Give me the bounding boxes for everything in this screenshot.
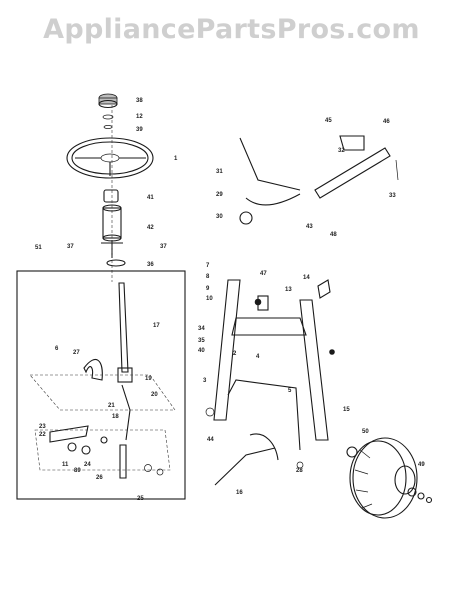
steering-gear-sector	[83, 358, 103, 381]
washer-part	[67, 442, 77, 452]
callout-label: 37	[160, 244, 167, 250]
callout-label: 9	[206, 286, 210, 292]
callout-label: 26	[96, 475, 103, 481]
callout-label: 7	[206, 263, 210, 269]
callout-label: 12	[136, 114, 143, 120]
callout-label: 29	[216, 192, 223, 198]
callout-label: 5	[288, 388, 292, 394]
washer-part	[81, 445, 91, 455]
adapter-part	[103, 189, 119, 203]
bolt-part	[395, 159, 399, 181]
callout-label: 14	[303, 275, 310, 281]
callout-label: 1	[174, 156, 178, 162]
callout-label: 16	[236, 490, 243, 496]
callout-label: 43	[306, 224, 313, 230]
callout-label: 20	[151, 392, 158, 398]
callout-label: 39	[136, 127, 143, 133]
tie-rod	[227, 379, 301, 451]
drag-link-rod	[239, 137, 301, 191]
callout-label: 2	[233, 351, 237, 357]
callout-label: 8	[206, 274, 210, 280]
nut-part	[296, 461, 304, 469]
shaft-lower-end	[121, 384, 131, 441]
steering-wheel-cap	[98, 93, 118, 109]
callout-label: 44	[207, 437, 214, 443]
callout-label: 49	[418, 462, 425, 468]
callout-labels: 38 12 39 1 41 42 37 37 36 51 17 6 27 19 …	[35, 98, 425, 502]
callout-label: 33	[389, 193, 396, 199]
steering-arm	[214, 447, 276, 486]
bearing-part	[106, 259, 126, 267]
callout-label: 40	[198, 348, 205, 354]
steering-shaft-assembly-box	[16, 270, 186, 500]
washer-part	[407, 487, 417, 497]
callout-label: 50	[362, 429, 369, 435]
callout-label: 37	[67, 244, 74, 250]
callout-label: 36	[147, 262, 154, 268]
callout-label: 24	[84, 462, 91, 468]
callout-label: 47	[260, 271, 267, 277]
washer-part	[102, 114, 114, 120]
front-wheel-tire	[349, 437, 418, 519]
callout-label: 25	[137, 496, 144, 502]
steering-gear-bracket	[49, 425, 89, 443]
spring-part	[317, 279, 331, 299]
washer-part	[417, 492, 425, 500]
callout-label: 38	[136, 98, 143, 104]
nut-part	[425, 496, 433, 504]
callout-label: 11	[62, 462, 69, 468]
callout-label: 42	[147, 225, 154, 231]
callout-label: 10	[206, 296, 213, 302]
callout-label: 28	[296, 468, 303, 474]
callout-label: 13	[285, 287, 292, 293]
bushing-part	[100, 436, 108, 444]
cable-part	[245, 193, 301, 206]
callout-label: 15	[343, 407, 350, 413]
nut-part	[103, 125, 113, 129]
drag-link-bar	[314, 147, 391, 199]
nut-part	[329, 349, 335, 355]
callout-label: 6	[55, 346, 59, 352]
callout-label: 18	[112, 414, 119, 420]
callout-label: 17	[153, 323, 160, 329]
pinion-shaft	[119, 444, 127, 479]
steering-bracket	[339, 135, 365, 151]
nut-part	[144, 464, 152, 472]
callout-label: 19	[145, 376, 152, 382]
callout-label: 27	[73, 350, 80, 356]
callout-label: 34	[198, 326, 205, 332]
callout-label: 4	[256, 354, 260, 360]
wheel-bearing-part	[346, 446, 358, 458]
steering-wheel	[66, 137, 154, 179]
callout-label: 46	[383, 119, 390, 125]
callout-label: 41	[147, 195, 154, 201]
callout-label: 89	[74, 468, 81, 474]
callout-label: 48	[330, 232, 337, 238]
callout-label: 3	[203, 378, 207, 384]
callout-label: 51	[35, 245, 42, 251]
callout-label: 32	[338, 148, 345, 154]
callout-label: 30	[216, 214, 223, 220]
steering-shaft	[118, 282, 129, 373]
nut-part	[156, 468, 164, 476]
callout-label: 31	[216, 169, 223, 175]
callout-label: 45	[325, 118, 332, 124]
watermark-text: AppliancePartsPros.com	[43, 14, 420, 45]
callout-label: 35	[198, 338, 205, 344]
callout-label: 22	[39, 432, 46, 438]
callout-label: 23	[39, 424, 46, 430]
front-axle-assembly	[213, 279, 329, 441]
ball-joint-part	[239, 211, 253, 225]
washer-part	[205, 407, 215, 417]
bolt-part	[254, 298, 262, 306]
spindle-arm	[249, 433, 279, 461]
callout-label: 21	[108, 403, 115, 409]
